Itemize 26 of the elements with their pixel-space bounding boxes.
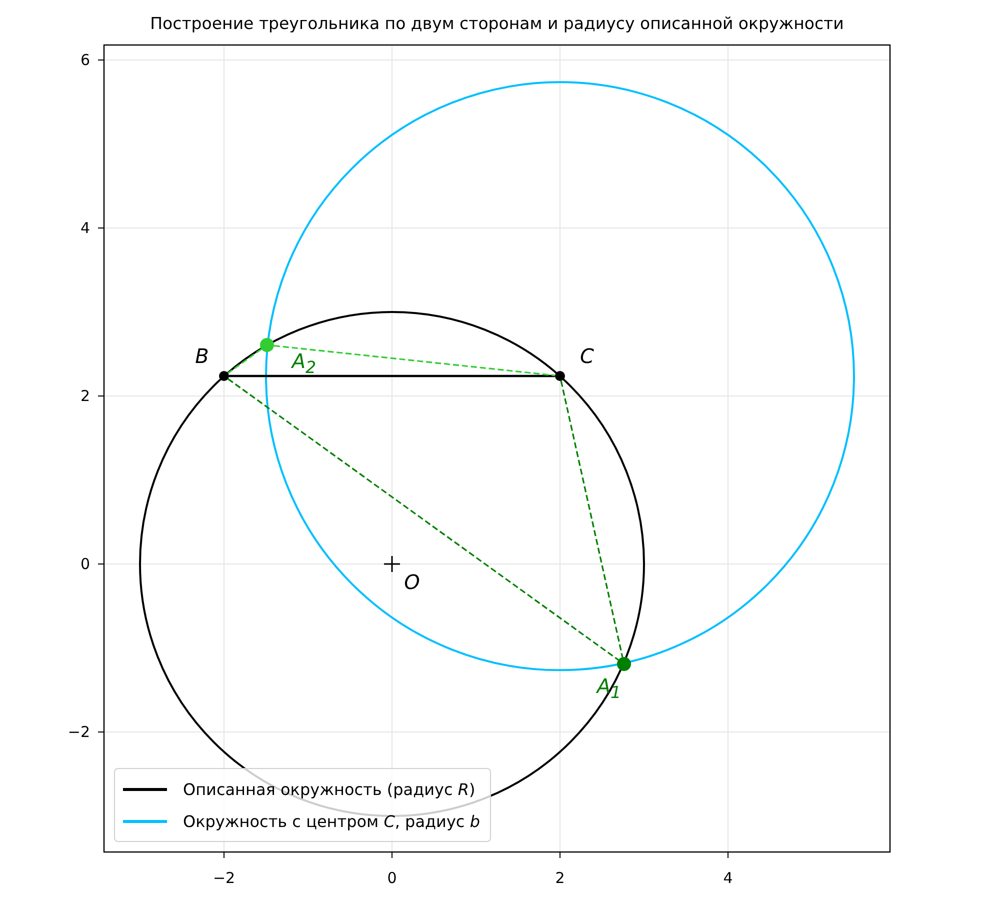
tick-label: −2	[212, 870, 236, 886]
point-marker	[260, 338, 274, 352]
tick-label: 4	[723, 870, 733, 886]
point-marker	[219, 371, 229, 381]
dashed-segment	[228, 378, 619, 661]
point-marker	[617, 657, 631, 671]
dashed-segment	[560, 380, 624, 658]
segment	[229, 374, 555, 378]
center-label: O	[404, 572, 420, 592]
legend-text: Описанная окружность (радиус R)	[183, 780, 476, 798]
tick-label: 0	[387, 870, 397, 886]
chart-title: Построение треугольника по двум сторонам и радиусу описанной окружности	[149, 16, 845, 32]
legend-text: Окружность с центром C, радиус b	[183, 812, 480, 830]
dashed-segment	[274, 344, 556, 376]
tick-label: 4	[80, 220, 90, 236]
tick-label: 2	[555, 870, 565, 886]
point-label: A$_{2}$	[292, 351, 316, 377]
tick-label: 2	[80, 388, 90, 404]
point-label: C	[580, 346, 594, 366]
tick-label: −2	[68, 724, 90, 740]
tick-label: 0	[80, 556, 90, 572]
point-label: B	[195, 346, 209, 366]
point-label: A$_{1}$	[596, 676, 622, 702]
tick-label: 6	[80, 52, 90, 68]
point-marker	[555, 371, 565, 381]
dashed-segment	[228, 348, 262, 374]
